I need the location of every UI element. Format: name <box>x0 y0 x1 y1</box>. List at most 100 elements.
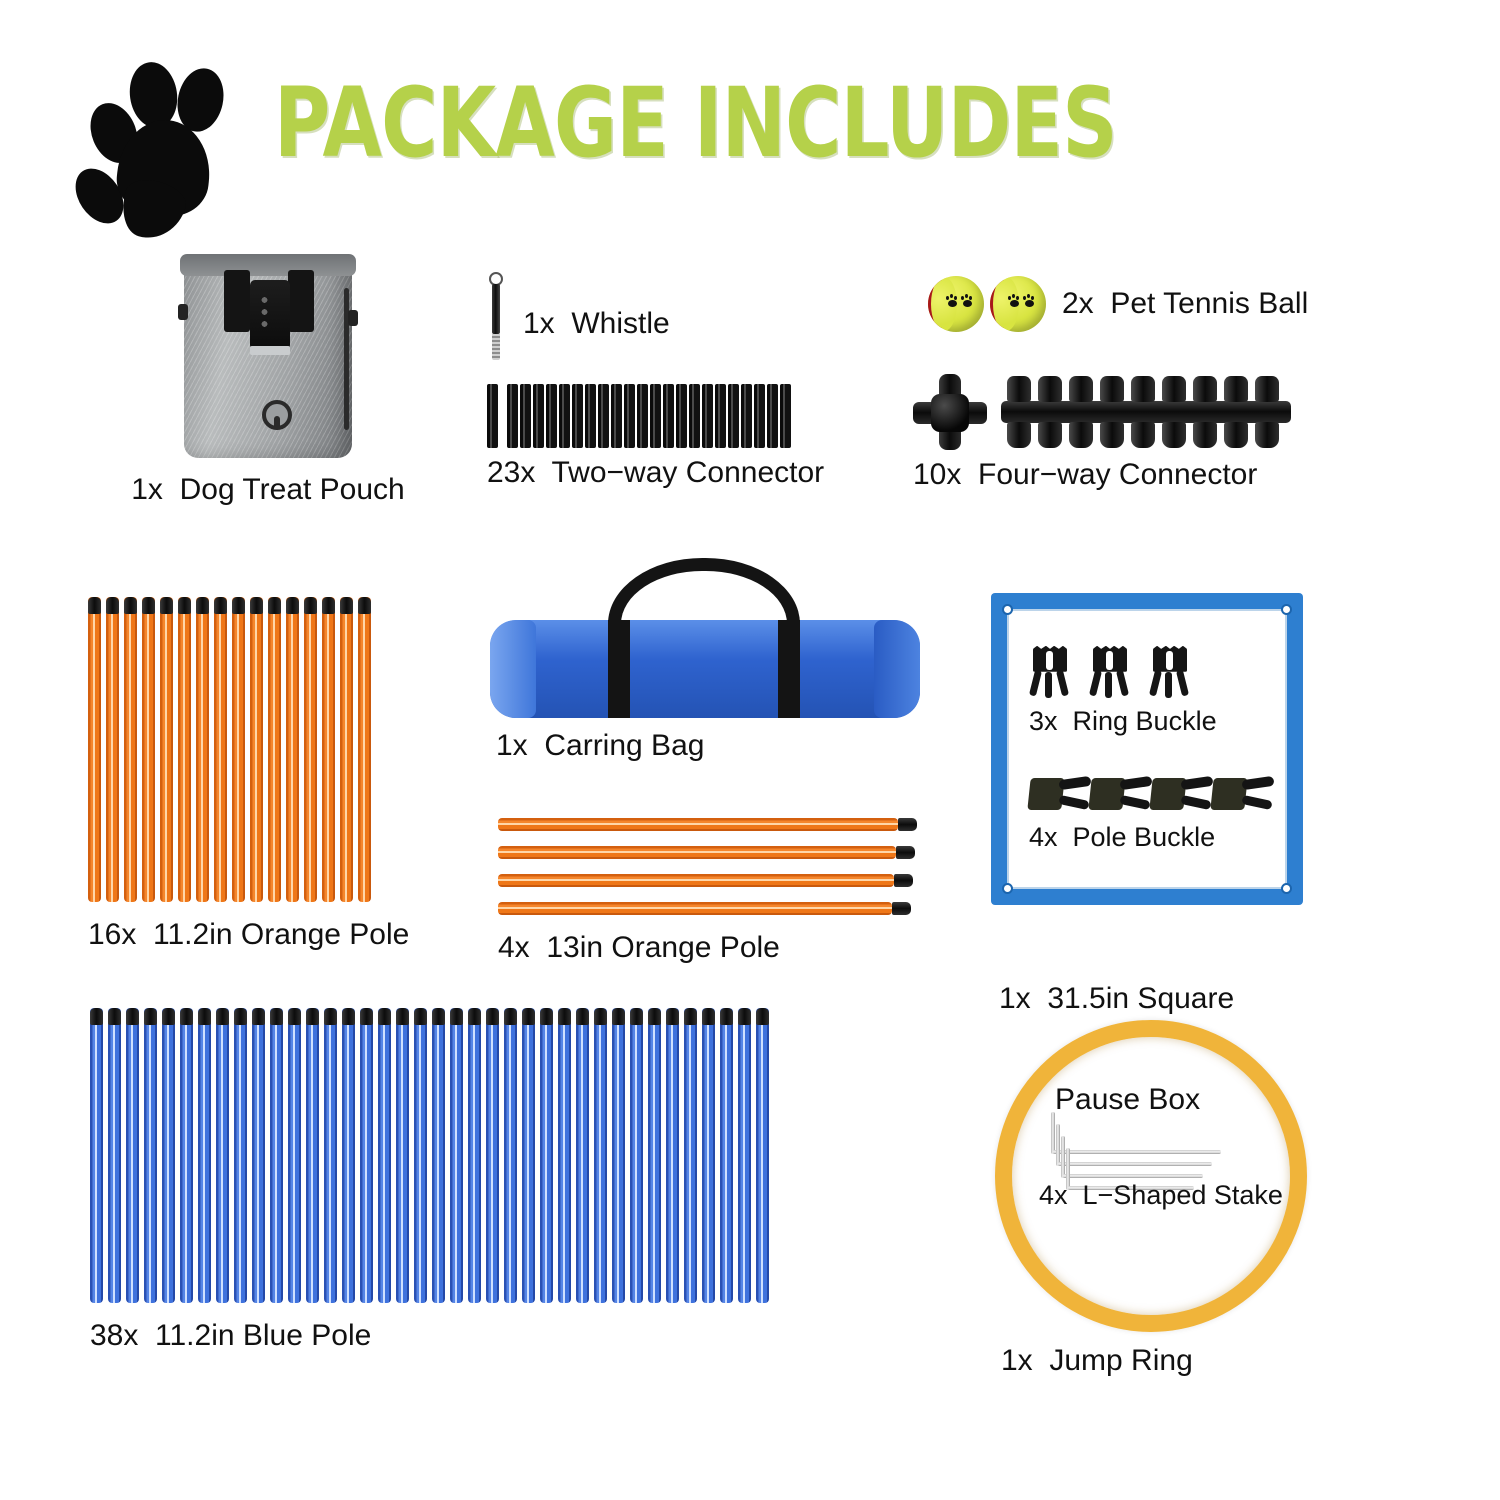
pole-unit <box>142 597 155 902</box>
pole-cap <box>648 1008 661 1025</box>
four-way-connector-unit <box>1193 422 1217 448</box>
item-carring-bag: 1x Carring Bag <box>490 552 920 763</box>
pole-unit <box>322 597 335 902</box>
pole-unit <box>250 597 263 902</box>
two-way-connector-unit <box>585 384 596 448</box>
caption-l-shaped-stake: 4x L−Shaped Stake <box>1039 1180 1283 1210</box>
pole-cap <box>612 1008 625 1025</box>
four-way-connector-unit <box>1100 422 1124 448</box>
item-dog-treat-pouch: 1x Dog Treat Pouch <box>118 248 418 507</box>
caption-orange-pole-11: 16x 11.2in Orange Pole <box>88 918 410 951</box>
two-way-connector-unit <box>624 384 635 448</box>
item-whistle: 1x Whistle <box>483 272 670 364</box>
two-way-connector-image <box>487 380 824 448</box>
pole-cap <box>180 1008 193 1025</box>
pole-cap <box>232 597 245 614</box>
two-way-connector-unit <box>676 384 687 448</box>
item-square-pause-box: 3x Ring Buckle 4x Pole Buckle 1x 31.5in … <box>991 593 1303 1184</box>
pole-cap <box>892 902 911 915</box>
caption-dog-treat-pouch: 1x Dog Treat Pouch <box>131 473 405 506</box>
pole-unit <box>498 902 912 915</box>
item-blue-pole-11: 38x 11.2in Blue Pole <box>90 1008 774 1353</box>
pole-cap <box>666 1008 679 1025</box>
pole-unit <box>178 597 191 902</box>
four-way-connector-unit <box>1007 422 1031 448</box>
two-way-connector-unit <box>715 384 726 448</box>
two-way-connector-unit <box>520 384 531 448</box>
pole-unit <box>756 1008 769 1303</box>
pole-cap <box>252 1008 265 1025</box>
pole-unit <box>90 1008 103 1303</box>
pole-unit <box>286 597 299 902</box>
pole-cap <box>898 818 917 831</box>
four-way-connector-image <box>913 372 1291 452</box>
pole-unit <box>540 1008 553 1303</box>
carring-bag-image <box>490 552 920 727</box>
pole-cap <box>322 597 335 614</box>
caption-pet-tennis-ball: 2x Pet Tennis Ball <box>1062 287 1309 321</box>
pole-unit <box>486 1008 499 1303</box>
item-orange-pole-13: 4x 13in Orange Pole <box>498 818 918 965</box>
four-way-connector-unit <box>1069 376 1093 402</box>
pole-unit <box>198 1008 211 1303</box>
pole-cap <box>702 1008 715 1025</box>
four-way-connector-unit <box>1131 376 1155 402</box>
caption-pole-buckle: 4x Pole Buckle <box>1029 822 1216 852</box>
caption-ring-buckle: 3x Ring Buckle <box>1029 705 1217 736</box>
pole-cap <box>268 597 281 614</box>
pole-unit <box>504 1008 517 1303</box>
two-way-connector-unit <box>780 384 791 448</box>
four-way-connector-unit <box>1193 376 1217 402</box>
four-way-connector-unit <box>1038 422 1062 448</box>
four-way-connector-unit <box>1255 376 1279 402</box>
pole-unit <box>702 1008 715 1303</box>
orange-pole-13-image <box>498 818 918 915</box>
four-way-connector-unit <box>1100 376 1124 402</box>
caption-four-way-connector: 10x Four−way Connector <box>913 458 1258 491</box>
four-way-connector-unit <box>1255 422 1279 448</box>
pole-unit <box>342 1008 355 1303</box>
pole-unit <box>304 597 317 902</box>
pole-unit <box>612 1008 625 1303</box>
pole-unit <box>108 1008 121 1303</box>
whistle-image <box>483 272 509 364</box>
caption-orange-pole-13: 4x 13in Orange Pole <box>498 931 780 964</box>
pole-cap <box>522 1008 535 1025</box>
two-way-connector-unit <box>754 384 765 448</box>
pole-unit <box>88 597 101 902</box>
pole-cap <box>198 1008 211 1025</box>
pole-unit <box>450 1008 463 1303</box>
ring-buckle-image <box>1028 645 1265 700</box>
two-way-connector-unit <box>598 384 609 448</box>
pole-unit <box>358 597 371 902</box>
pole-unit <box>738 1008 751 1303</box>
caption-jump-ring: 1x Jump Ring <box>1001 1344 1193 1377</box>
pole-cap <box>324 1008 337 1025</box>
jump-ring-image: 4x L−Shaped Stake <box>995 1020 1307 1332</box>
pole-cap <box>234 1008 247 1025</box>
pole-unit <box>216 1008 229 1303</box>
pole-unit <box>288 1008 301 1303</box>
two-way-connector-unit <box>650 384 661 448</box>
pole-cap <box>162 1008 175 1025</box>
two-way-connector-unit <box>546 384 557 448</box>
pole-unit <box>684 1008 697 1303</box>
caption-whistle: 1x Whistle <box>523 307 670 341</box>
pole-unit <box>306 1008 319 1303</box>
four-way-connector-unit <box>1162 376 1186 402</box>
two-way-connector-unit <box>728 384 739 448</box>
pole-cap <box>304 597 317 614</box>
pole-unit <box>340 597 353 902</box>
two-way-connector-unit <box>741 384 752 448</box>
blue-pole-11-image <box>90 1008 774 1303</box>
pole-cap <box>896 846 915 859</box>
pole-cap <box>486 1008 499 1025</box>
item-two-way-connector: 23x Two−way Connector <box>487 380 824 490</box>
four-way-connector-unit <box>1069 422 1093 448</box>
pole-cap <box>540 1008 553 1025</box>
pole-cap <box>144 1008 157 1025</box>
pole-cap <box>90 1008 103 1025</box>
pole-cap <box>286 597 299 614</box>
dog-treat-pouch-image <box>176 248 361 463</box>
